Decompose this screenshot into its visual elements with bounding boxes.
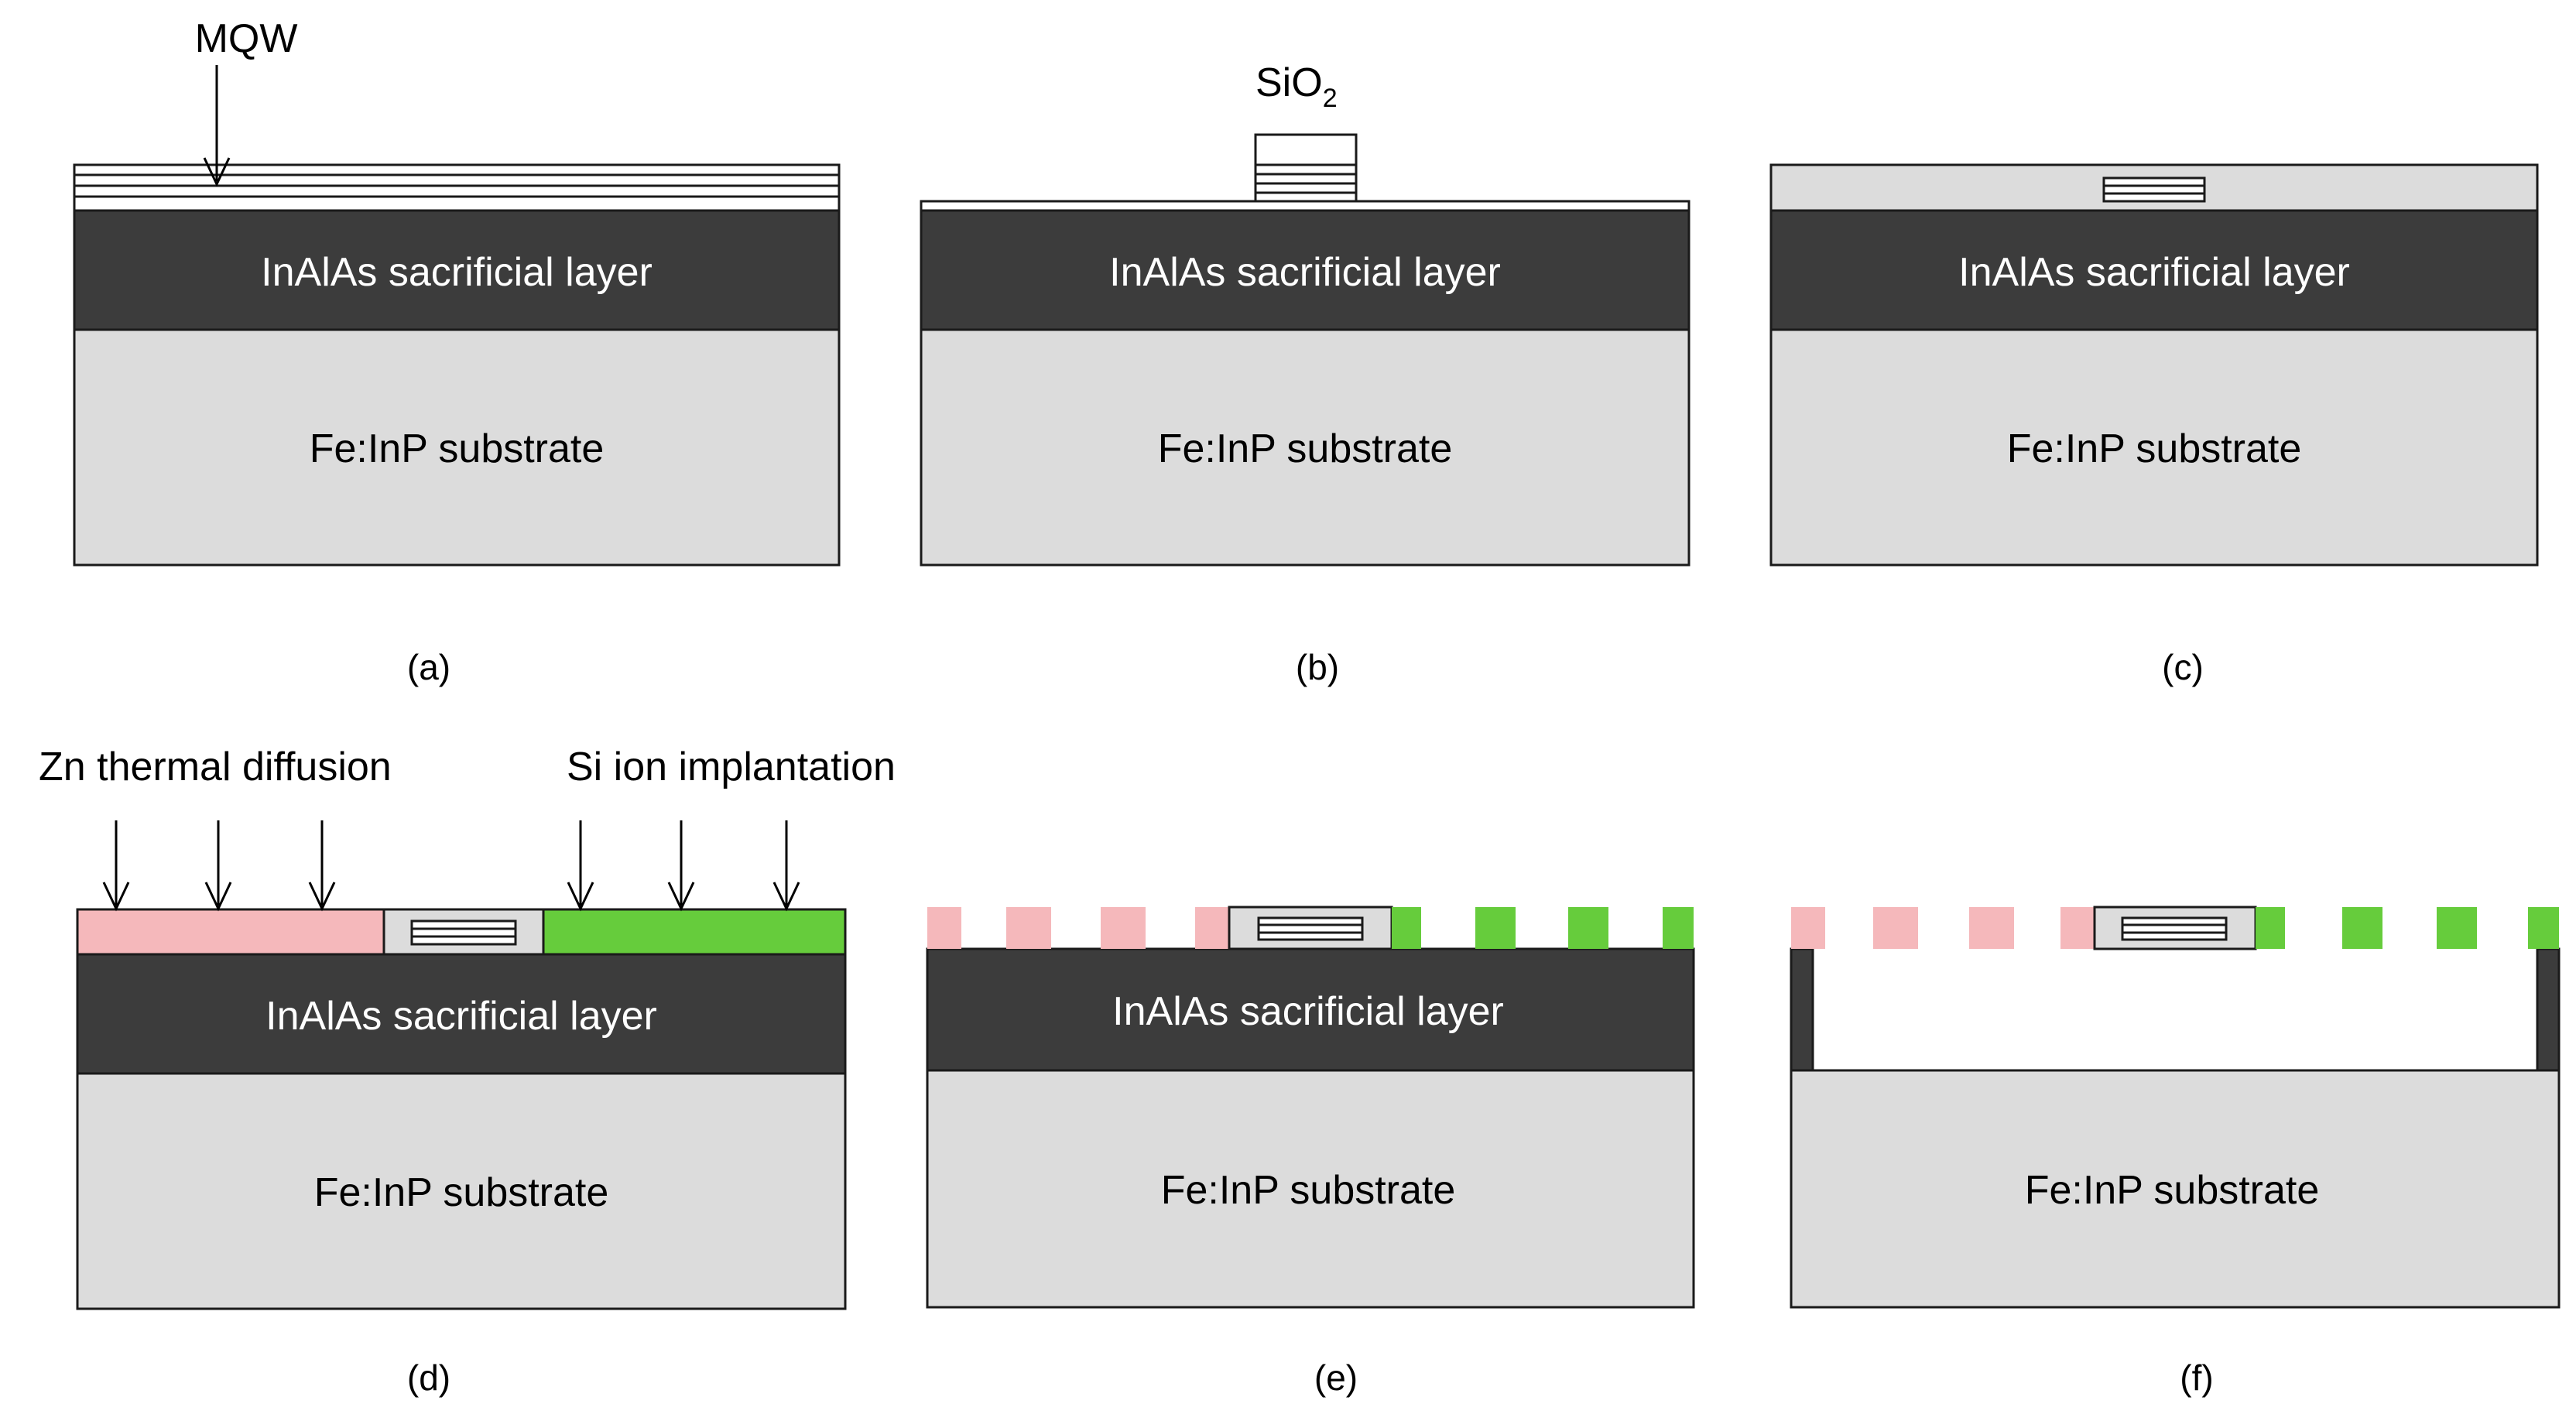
caption-b: (b) [1296, 647, 1339, 687]
substrate-e [926, 1069, 1695, 1309]
mqw-label: MQW [195, 16, 298, 61]
sacrificial-layer-a [73, 209, 841, 331]
substrate-f [1790, 1069, 2561, 1309]
panel-a: InAlAs sacrificial layer Fe:InP substrat… [73, 16, 841, 687]
mqw-core-e [1257, 916, 1364, 941]
sacrificial-remnant-left [1790, 947, 1814, 1072]
sacrificial-layer-b [920, 209, 1690, 331]
sacrificial-label-b: InAlAs sacrificial layer [1109, 250, 1501, 295]
si-implantation-label: Si ion implantation [567, 745, 896, 789]
substrate-label-b: Fe:InP substrate [1158, 426, 1453, 471]
panel-f: Fe:InP substrate (f) [1790, 906, 2561, 1398]
caption-e: (e) [1314, 1358, 1358, 1398]
mqw-arrow [203, 65, 231, 187]
si-mesh-f [2256, 907, 2559, 949]
sacrificial-layer-d [76, 953, 847, 1075]
mqw-core-d [410, 919, 517, 946]
substrate-label-c: Fe:InP substrate [2007, 426, 2302, 471]
sio2-mask [1254, 133, 1358, 166]
si-arrows [567, 820, 800, 912]
zn-arrows [102, 820, 336, 912]
buried-mqw-c [2102, 176, 2206, 203]
sacrificial-layer-c [1769, 209, 2539, 331]
mqw-stack-a [73, 163, 841, 212]
sacrificial-label-e: InAlAs sacrificial layer [1112, 989, 1504, 1034]
sacrificial-remnant-right [2536, 947, 2561, 1072]
panel-b: SiO2 InAlAs sacrificial layer Fe:InP sub… [920, 60, 1690, 687]
sio2-label: SiO2 [1255, 60, 1338, 113]
caption-f: (f) [2180, 1358, 2213, 1398]
caption-a: (a) [407, 647, 450, 687]
panel-e: InAlAs sacrificial layer Fe:InP substrat… [926, 906, 1695, 1398]
thin-cap-layer-b [920, 200, 1690, 212]
substrate-a [73, 328, 841, 567]
mqw-mesa-b [1254, 163, 1358, 203]
si-mesh-e [1392, 907, 1694, 949]
substrate-b [920, 328, 1690, 567]
sacrificial-layer-e [926, 947, 1695, 1072]
mqw-core-f [2121, 916, 2228, 941]
sacrificial-label-c: InAlAs sacrificial layer [1958, 250, 2350, 295]
substrate-label-e: Fe:InP substrate [1161, 1168, 1456, 1213]
substrate-c [1769, 328, 2539, 567]
substrate-d [76, 1072, 847, 1310]
panel-d: InAlAs sacrificial layer Fe:InP substrat… [39, 745, 896, 1398]
zn-diffusion-label: Zn thermal diffusion [39, 745, 392, 789]
zn-mesh-f [1791, 907, 2095, 949]
substrate-label-d: Fe:InP substrate [314, 1170, 609, 1215]
sacrificial-label-d: InAlAs sacrificial layer [265, 994, 657, 1039]
panel-c: InAlAs sacrificial layer Fe:InP substrat… [1769, 163, 2539, 687]
sacrificial-label-a: InAlAs sacrificial layer [261, 250, 653, 295]
substrate-label-a: Fe:InP substrate [310, 426, 605, 471]
zn-diffused-region-d [76, 908, 385, 956]
caption-c: (c) [2162, 647, 2204, 687]
substrate-label-f: Fe:InP substrate [2025, 1168, 2320, 1213]
si-implanted-region-d [542, 908, 847, 956]
caption-d: (d) [407, 1358, 450, 1398]
zn-mesh-e [927, 907, 1229, 949]
